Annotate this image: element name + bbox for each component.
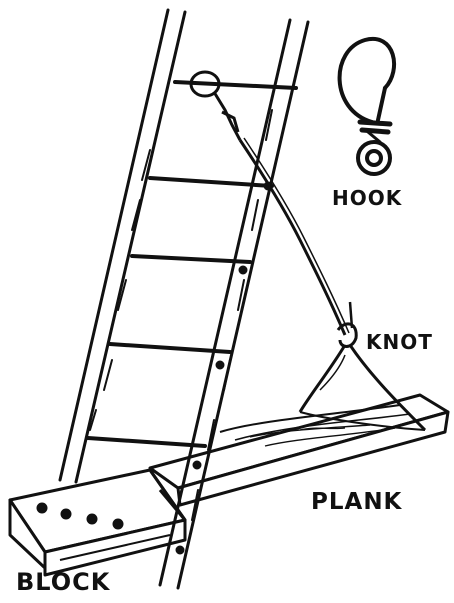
rope-illustration <box>240 138 425 430</box>
snap-hook-icon <box>340 39 395 174</box>
hook-label: HOOK <box>332 186 402 210</box>
plank-illustration <box>150 395 448 520</box>
block-illustration <box>10 470 185 575</box>
knot-label: KNOT <box>366 330 433 354</box>
block-label: BLOCK <box>16 568 110 596</box>
plank-label: PLANK <box>311 489 402 515</box>
